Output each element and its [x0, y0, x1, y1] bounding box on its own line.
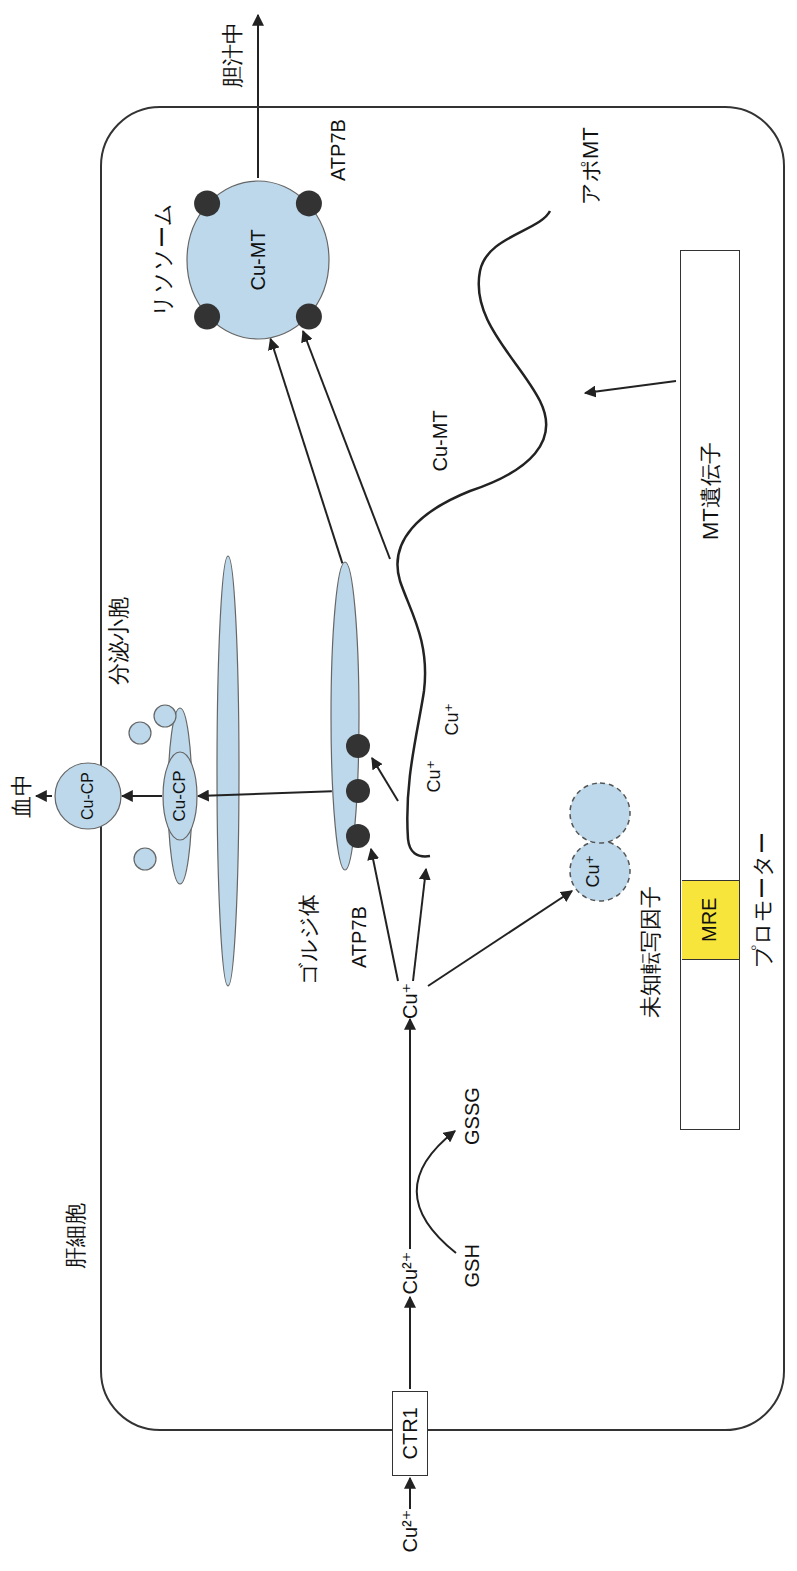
ion-label: Cu⁺ — [424, 760, 445, 793]
lysosome: リソソームCu-MTATP7B — [186, 180, 330, 340]
transporter-dot — [346, 734, 370, 758]
flow-arrow — [409, 1297, 411, 1389]
ion-label: Cu²⁺ — [399, 1252, 422, 1295]
node-outline — [330, 561, 360, 871]
small-vesicle — [134, 848, 156, 870]
molecule-label: GSSG — [461, 1087, 484, 1145]
node-ellipse — [55, 763, 121, 829]
node-title: CTR1 — [399, 1407, 422, 1459]
factor-subunit — [570, 841, 630, 901]
node-title: Cu-CP — [170, 770, 190, 821]
node-text: 分泌小胞 — [106, 597, 131, 685]
flow-arrow — [36, 795, 52, 797]
node-title: Cu⁺ — [583, 855, 604, 888]
transporter-dot — [194, 190, 220, 216]
region-label: プロモーター — [750, 832, 775, 968]
node-title: ゴルジ体 — [296, 894, 321, 985]
flow-arrow — [585, 381, 676, 393]
secretory-vesicle: Cu-CP分泌小胞 — [54, 762, 122, 830]
golgi-apparatus: ゴルジ体ATP7B — [330, 561, 360, 871]
ion-label: Cu⁺ — [442, 703, 463, 736]
transporter-dot — [194, 304, 220, 330]
transporter-dot — [296, 190, 322, 216]
flow-arrow — [413, 869, 426, 981]
flow-connector — [271, 339, 343, 564]
node-ellipse — [163, 752, 197, 840]
small-vesicle — [154, 705, 176, 727]
node-title: リソソーム — [150, 203, 175, 317]
flow-arrow — [257, 15, 259, 178]
redox-arrow — [417, 1131, 456, 1253]
flow-connector — [122, 795, 162, 797]
golgi-cisterna — [217, 556, 239, 986]
flow-arrow — [409, 1019, 411, 1249]
flow-arrow — [303, 331, 390, 559]
complex-label: Cu-MT — [429, 410, 452, 471]
golgi-cisternae — [168, 556, 239, 986]
flow-arrow — [371, 849, 398, 981]
node-title: MT遺伝子 — [698, 442, 723, 540]
node-text: ATP7B — [327, 119, 350, 181]
node-ellipse — [187, 181, 329, 339]
small-vesicle — [129, 722, 151, 744]
ion-label: Cu⁺ — [399, 983, 422, 1019]
flow-arrow — [428, 891, 572, 986]
golgi-cisterna — [168, 708, 192, 884]
node-title: 肝細胞 — [63, 1203, 88, 1269]
compartment-label: 胆汁中 — [220, 22, 245, 88]
node-text: 未知転写因子 — [638, 886, 663, 1018]
node-text: ATP7B — [348, 906, 371, 968]
transporter-dot — [346, 824, 370, 848]
connector-layer — [122, 339, 342, 796]
node-title: MRE — [698, 898, 721, 942]
node-ellipse — [331, 562, 359, 870]
flow-connector — [198, 791, 332, 796]
mre-element: MRE — [682, 880, 739, 960]
transcription-factor: Cu⁺未知転写因子 — [568, 781, 632, 903]
flow-arrow — [372, 758, 398, 801]
ceruloplasmin-cisterna: Cu-CP — [162, 751, 198, 841]
protein-label: アポMT — [578, 127, 603, 205]
mt-gene-bar: MT遺伝子 MRE — [680, 250, 740, 1130]
transporter-dot — [346, 779, 370, 803]
metallothionein-chain — [397, 211, 550, 856]
transporter-box: CTR1 — [392, 1391, 428, 1476]
flow-arrow — [409, 1478, 411, 1509]
flow-arrows — [36, 15, 676, 1509]
compartment-label: 血中 — [9, 774, 34, 818]
node-text: Cu-MT — [247, 229, 270, 290]
transporter-dot — [296, 304, 322, 330]
ion-label: Cu²⁺ — [399, 1510, 422, 1553]
node-title: Cu-CP — [79, 772, 97, 820]
molecule-label: GSH — [461, 1244, 484, 1287]
factor-subunit — [570, 783, 630, 843]
